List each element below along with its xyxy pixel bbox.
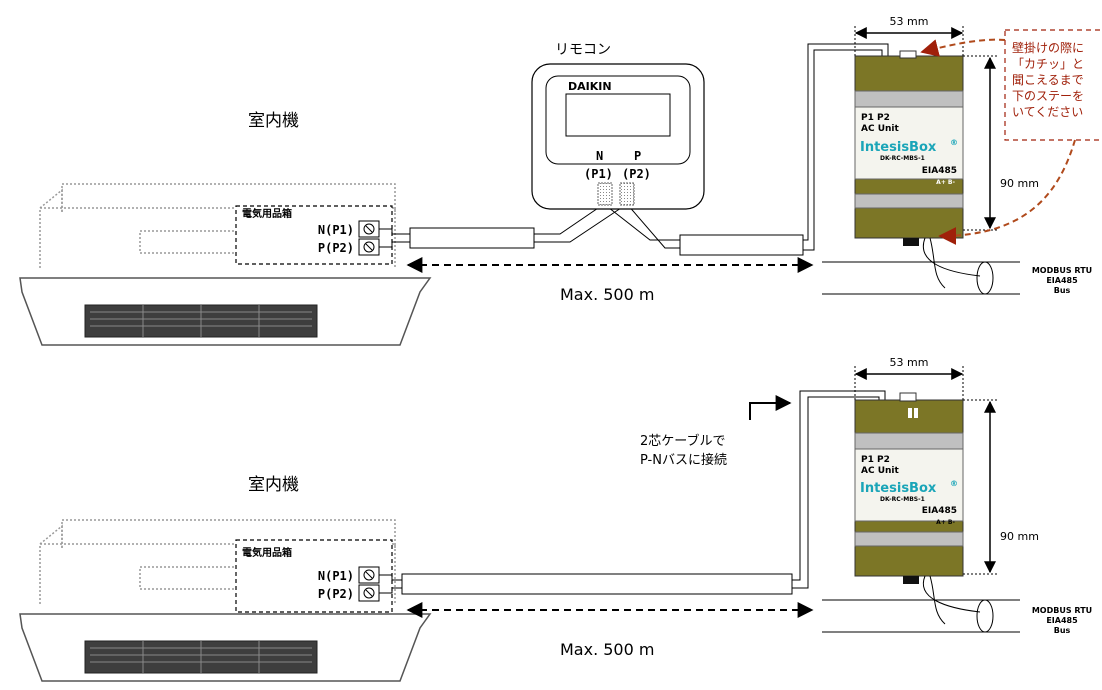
height-label-top: 90 mm	[1000, 177, 1039, 190]
intesisbox-device-top	[854, 50, 964, 246]
height-label-bottom: 90 mm	[1000, 530, 1039, 543]
device-model-top: DK-RC-MBS-1	[880, 155, 925, 162]
remote-p-label: P	[634, 149, 641, 163]
dimension-height-top	[963, 55, 998, 231]
dimension-width-bottom	[854, 366, 964, 400]
cable-bottom	[379, 390, 886, 595]
device-brand-bottom: IntesisBox	[860, 481, 937, 496]
terminal-n-label-top: N(P1)	[318, 223, 354, 237]
device-ab-bottom: A+ B-	[936, 519, 955, 526]
terminal-n-bottom	[358, 566, 380, 584]
remote-n-label: N	[596, 149, 603, 163]
width-label-bottom: 53 mm	[890, 356, 929, 369]
bus-label-bottom-2: EIA485	[1046, 616, 1078, 625]
device-p1p2-top: P1 P2	[861, 113, 890, 123]
dimension-height-bottom	[963, 399, 998, 575]
indoor-unit-label-top: 室内機	[248, 111, 299, 131]
top-section	[19, 26, 1102, 346]
callout-line-1: 壁掛けの際に	[1012, 40, 1084, 55]
component-box-label-bottom: 電気用品箱	[242, 546, 292, 559]
width-label-top: 53 mm	[890, 15, 929, 28]
intesisbox-device-bottom	[854, 392, 964, 584]
device-p1p2-bottom: P1 P2	[861, 455, 890, 465]
remote-p2-label: (P2)	[622, 167, 651, 181]
terminal-p-top	[358, 238, 380, 256]
cable-note-line-2: P-Nバスに接続	[640, 452, 727, 468]
remote-brand: DAIKIN	[568, 80, 612, 93]
bus-label-top-1: MODBUS RTU	[1032, 266, 1092, 275]
cable-note-line-1: 2芯ケーブルで	[640, 433, 726, 449]
distance-label-bottom: Max. 500 m	[560, 640, 654, 659]
registered-mark-bottom: ®	[950, 479, 958, 488]
remote-controller	[531, 63, 705, 210]
remote-title: リモコン	[555, 42, 611, 58]
indoor-unit-top	[19, 183, 432, 346]
cable-top-left	[379, 43, 889, 256]
terminal-p-bottom	[358, 584, 380, 602]
callout-line-4: 下のステーを	[1012, 89, 1084, 103]
terminal-p-label-top: P(P2)	[318, 241, 354, 255]
distance-label-top: Max. 500 m	[560, 285, 654, 304]
callout-top	[920, 29, 1102, 245]
bottom-section	[19, 366, 1020, 682]
device-eia-bottom: EIA485	[922, 506, 957, 516]
device-model-bottom: DK-RC-MBS-1	[880, 496, 925, 503]
terminal-n-label-bottom: N(P1)	[318, 569, 354, 583]
terminal-p-label-bottom: P(P2)	[318, 587, 354, 601]
device-acunit-bottom: AC Unit	[861, 466, 900, 476]
indoor-unit-label-bottom: 室内機	[248, 475, 299, 495]
bus-label-bottom-3: Bus	[1054, 626, 1071, 635]
device-ab-top: A+ B-	[936, 179, 955, 186]
callout-line-5: いてください	[1012, 105, 1083, 119]
bus-cable-bottom	[822, 575, 1020, 633]
callout-line-3: 聞こえるまで	[1012, 73, 1084, 87]
device-brand-top: IntesisBox	[860, 140, 937, 155]
bus-cable-top	[822, 237, 1020, 295]
bus-label-bottom-1: MODBUS RTU	[1032, 606, 1092, 615]
cable-note-arrow	[749, 395, 792, 420]
device-eia-top: EIA485	[922, 166, 957, 176]
bus-label-top-2: EIA485	[1046, 276, 1078, 285]
callout-line-2: 「カチッ」と	[1012, 57, 1084, 71]
remote-p1-label: (P1)	[584, 167, 613, 181]
terminal-n-top	[358, 220, 380, 238]
component-box-label-top: 電気用品箱	[242, 207, 292, 220]
registered-mark-top: ®	[950, 138, 958, 147]
device-acunit-top: AC Unit	[861, 124, 900, 134]
bus-label-top-3: Bus	[1054, 286, 1071, 295]
dimension-width-top	[854, 26, 964, 56]
